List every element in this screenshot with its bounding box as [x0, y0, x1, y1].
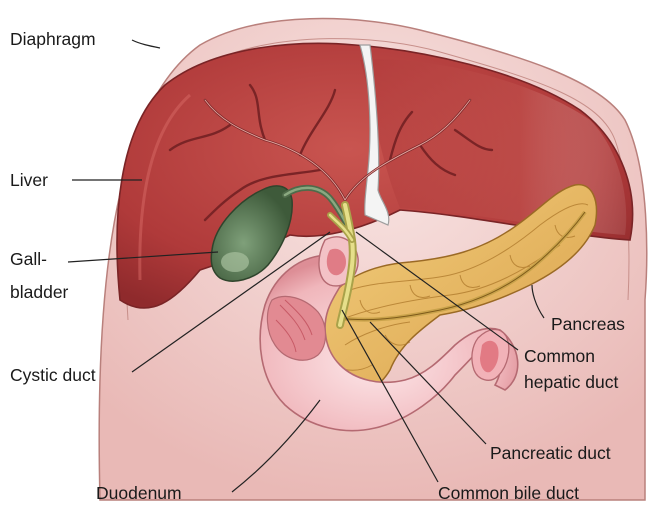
- label-liver: Liver: [10, 169, 48, 191]
- label-common-hepatic-duct-line1: Common: [524, 345, 595, 367]
- label-duodenum: Duodenum: [96, 482, 182, 504]
- label-gallbladder-line2: bladder: [10, 281, 68, 303]
- label-pancreatic-duct: Pancreatic duct: [490, 442, 611, 464]
- label-common-hepatic-duct-line2: hepatic duct: [524, 371, 618, 393]
- label-cystic-duct: Cystic duct: [10, 364, 96, 386]
- leader-diaphragm: [132, 40, 160, 48]
- label-common-bile-duct: Common bile duct: [438, 482, 579, 504]
- label-diaphragm: Diaphragm: [10, 28, 96, 50]
- label-gallbladder-line1: Gall-: [10, 248, 47, 270]
- label-pancreas: Pancreas: [551, 313, 625, 335]
